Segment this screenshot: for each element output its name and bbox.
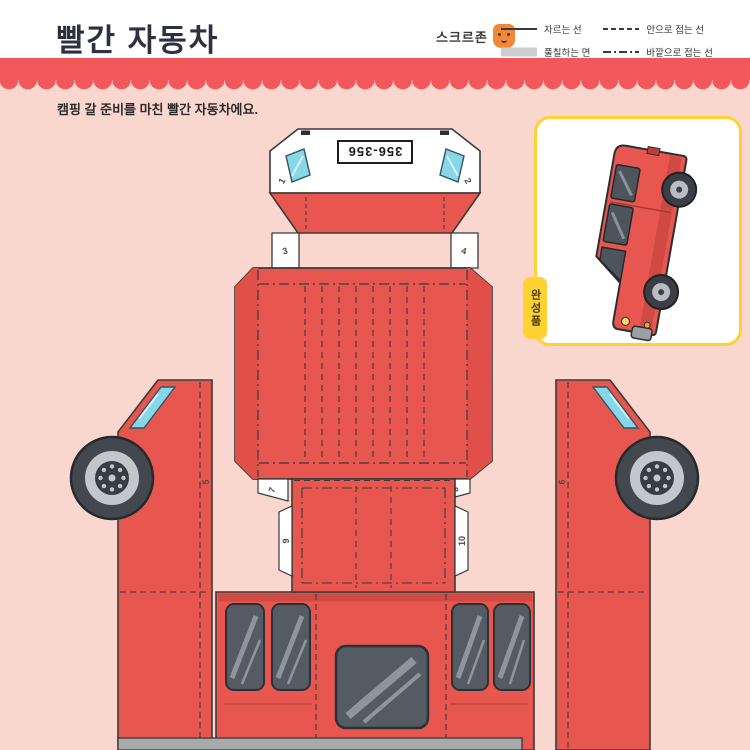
piece-left-side: 5 [69,379,213,750]
side-window-left [128,386,177,429]
fold-lines-mid [355,486,392,588]
roof-rib-fold-lines [304,286,425,461]
glue-tab-10 [454,505,469,577]
fold-out-lines-mid [301,487,446,584]
subtitle: 캠핑 갈 준비를 마친 빨간 자동차에요. [57,102,259,117]
side-window-right [591,386,640,429]
brand-name: 스크르존 [436,29,488,45]
glue-tab-9 [278,505,293,577]
legend-label: 풀칠하는 면 [544,48,591,59]
tab-3: 3 [281,246,288,257]
line-legend: 자르는 선 안으로 접는 선 풀칠하는 면 바깥으로 접는 선 [500,22,713,59]
fold-lines-bottom [315,594,447,748]
window-gloss [610,211,626,240]
piece-bottom-doors [215,591,535,750]
fold-lines-right-side [558,382,648,748]
shade-band [218,593,532,602]
legend-item-fold-in: 안으로 접는 선 [602,22,712,36]
tab-9: 9 [281,538,291,543]
headlight-icon [620,316,630,326]
window-gloss [618,170,633,197]
car-windshield [598,246,627,283]
car-bumper [630,325,653,342]
tab-4: 4 [460,246,467,257]
slot [440,130,449,135]
piece-roof: 7 8 [234,267,493,502]
piece-right-side: 6 [555,379,700,750]
tab-6: 6 [557,479,567,484]
slot [301,130,310,135]
wheel-right-icon [614,435,700,521]
fold-out-line-sample-icon [603,51,640,53]
fold-in-line-sample-icon [603,28,640,30]
glue-area-sample-icon [501,47,537,57]
tab-2: 2 [462,176,473,185]
legend-item-cut: 자르는 선 [500,22,590,36]
piece-rear-panel: 356-356 1 2 3 4 [268,128,482,269]
fold-lines-left-side [120,382,210,748]
piece-lower-middle: 9 10 [278,478,469,593]
scallop-divider [0,58,750,91]
wheel-left-icon [69,435,155,521]
side-flap-shade [467,268,492,479]
header: 빨간 자동차 스크르존 자르는 선 안으로 접는 선 풀칠하는 면 바깥으로 접… [0,0,750,59]
completed-car-illustration [595,144,698,342]
legend-item-fold-out: 바깥으로 접는 선 [602,45,713,59]
door-seam [609,201,672,214]
fold-lines-rear [305,197,445,229]
window-reflections [229,615,526,724]
window-gloss [446,155,459,177]
completed-product-box: 완성품 [523,116,742,346]
window-gloss [609,393,630,420]
glue-tab-7 [257,478,289,502]
completed-badge: 완성품 [523,277,547,339]
legend-label: 안으로 접는 선 [646,25,705,36]
glue-tab-4 [450,232,479,269]
indicator-icon [643,321,651,329]
legend-label: 자르는 선 [544,25,582,36]
tab-1: 1 [276,176,287,185]
license-plate-text: 356-356 [348,144,403,159]
legend-item-glue: 풀칠하는 면 [500,45,590,59]
tab-5: 5 [201,479,211,484]
page-title: 빨간 자동차 [56,23,220,58]
bumper-strip [117,737,523,750]
fold-out-lines-roof [257,270,468,477]
tab-10: 10 [457,536,467,546]
legend-label: 바깥으로 접는 선 [646,48,713,59]
car-wheel-rear-icon [661,171,698,208]
side-flap-shade [235,268,258,479]
taillight-icon [646,146,661,157]
license-plate [337,140,413,164]
window-gloss [138,393,159,420]
window-gloss [291,155,304,177]
cut-line-sample-icon [501,28,537,30]
car-wheel-front-icon [643,274,680,311]
tab-7: 7 [266,486,277,494]
